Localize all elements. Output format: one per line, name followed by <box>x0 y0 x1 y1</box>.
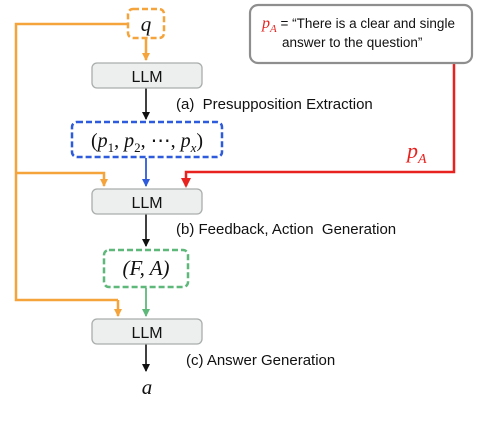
pa-to-llm2-arrow <box>181 64 456 188</box>
llm-box-feedback: LLM <box>91 188 203 215</box>
stage-label-c: (c) Answer Generation <box>186 352 335 369</box>
pa-definition-note: pA = “There is a clear and single answer… <box>248 3 474 65</box>
answer-symbol: a <box>142 375 153 399</box>
feedback-action-tuple: (F, A) <box>122 256 169 280</box>
stage-label-b: (b) Feedback, Action Generation <box>176 221 396 238</box>
stage-label-a: (a) Presupposition Extraction <box>176 96 373 113</box>
pa-definition-line2: answer to the question” <box>282 35 422 50</box>
feedback-action-node: (F, A) <box>102 248 190 289</box>
presuppositions-tuple: (p1, p2, ⋯, px) <box>91 130 203 155</box>
pa-label: pA <box>405 138 427 167</box>
llm-label: LLM <box>131 325 162 342</box>
llm-label: LLM <box>131 195 162 212</box>
query-to-llm2-arrow <box>16 171 108 187</box>
llm-box-answer: LLM <box>91 318 203 345</box>
pa-definition-line1: pA = “There is a clear and single <box>261 15 455 35</box>
query-node: q <box>126 7 166 40</box>
query-left-bus <box>14 22 128 302</box>
llm-label: LLM <box>131 69 162 86</box>
query-connectors <box>14 22 150 317</box>
query-symbol: q <box>141 12 152 36</box>
presuppositions-node: (p1, p2, ⋯, px) <box>70 120 224 159</box>
llm-box-extraction: LLM <box>91 62 203 89</box>
pa-connector <box>181 64 456 188</box>
